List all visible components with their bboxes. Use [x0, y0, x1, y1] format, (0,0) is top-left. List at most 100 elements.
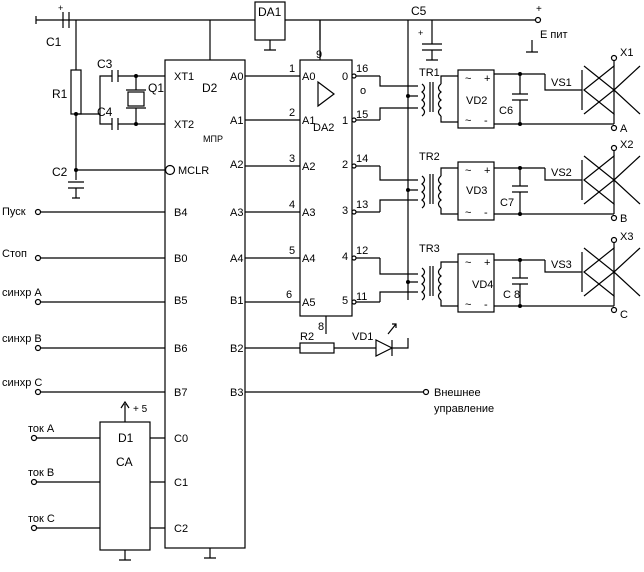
- resistor-r1: R1: [52, 69, 82, 116]
- mclr-bubble: [164, 164, 176, 176]
- supply-label: Е пит: [540, 29, 568, 41]
- da2-label: DA2: [313, 122, 334, 134]
- pusk-label: Пуск: [2, 206, 26, 218]
- da2-in-a5: A5: [302, 297, 315, 309]
- pin-a3: A3: [230, 207, 243, 219]
- pin-c0: C0: [174, 433, 188, 445]
- pin-a2: A2: [230, 159, 243, 171]
- r1-label: R1: [52, 87, 68, 101]
- x3-label: X3: [620, 231, 633, 243]
- da2-outputs: [351, 20, 418, 305]
- tok-b-label: ток В: [28, 467, 54, 479]
- c8-label: C 8: [503, 289, 520, 301]
- left-inputs: Пуск Стоп синхр А синхр В синхр С: [2, 206, 165, 396]
- da2-out-2: 2: [342, 159, 348, 171]
- capacitor-c5: C5 +: [411, 4, 442, 61]
- stop-label: Стоп: [2, 248, 27, 260]
- da2-pin8: 8: [318, 321, 324, 333]
- ext-label-2: управление: [434, 403, 494, 415]
- da2-out-4: 4: [342, 251, 348, 263]
- da2-in-num-1: 1: [289, 63, 295, 75]
- da2-out-5: 5: [342, 295, 348, 307]
- phase-channel-c: TR3 ~ ~ + - VD4 C 8 VS3 X3 С: [419, 231, 641, 321]
- pin-a0: A0: [230, 71, 243, 83]
- microcontroller-d2: D2 МПР XT1 XT2 MCLR B4 B0 B5 B6 B7 C0 C1…: [164, 59, 246, 559]
- phase-channel-b: TR2 ~ ~ + - VD3 C7 VS2 X2 В: [419, 139, 641, 225]
- r2-label: R2: [300, 331, 314, 343]
- da2-in-a4: A4: [302, 253, 315, 265]
- da2-in-num-3: 3: [289, 153, 295, 165]
- da2-out-1: 1: [342, 115, 348, 127]
- da2-in-a2: A2: [302, 161, 315, 173]
- vd3-minus: -: [484, 207, 488, 219]
- da2-out-num-11: 11: [356, 291, 367, 303]
- vd4-label: VD4: [472, 279, 493, 291]
- vd3-label: VD3: [466, 185, 487, 197]
- driver-da2: 9 8 DA2 A0 A1 A2 A3 A4 A5 0 1 2 3 4 5 16…: [299, 20, 368, 334]
- tok-a-label: ток А: [28, 423, 55, 435]
- pin-b6: B6: [174, 343, 187, 355]
- d1-label: D1: [118, 431, 134, 445]
- sync-b-label: синхр В: [2, 333, 42, 345]
- c6-label: C6: [499, 105, 513, 117]
- vd3-ac1: ~: [465, 165, 471, 177]
- phase-channel-a: TR1 ~ ~ + - VD2 C6 VS1 X1 А: [419, 47, 641, 135]
- da2-out-0: 0: [342, 71, 348, 83]
- vd2-ac2: ~: [465, 115, 471, 127]
- pin-b5: B5: [174, 295, 187, 307]
- vd1-label: VD1: [352, 331, 373, 343]
- vd4-plus: +: [484, 257, 490, 269]
- d2-type: МПР: [203, 134, 223, 144]
- vs3-label: VS3: [551, 259, 572, 271]
- vd2-minus: -: [484, 115, 488, 127]
- da2-in-a0: A0: [302, 71, 315, 83]
- da2-in-a1: A1: [302, 115, 315, 127]
- c5-label: C5: [411, 4, 427, 18]
- da2-out-num-14: 14: [356, 153, 368, 165]
- x2-label: X2: [620, 139, 633, 151]
- da2-in-a3: A3: [302, 207, 315, 219]
- pin-b0: B0: [174, 253, 187, 265]
- da2-in-num-4: 4: [289, 199, 295, 211]
- tr3-label: TR3: [419, 243, 440, 255]
- vd2-ac1: ~: [465, 73, 471, 85]
- c5-plus: +: [418, 28, 423, 38]
- regulator-da1: DA1: [254, 1, 286, 51]
- tr2-label: TR2: [419, 151, 440, 163]
- phase-c-label: С: [620, 309, 628, 321]
- pin-b7: B7: [174, 387, 187, 399]
- vd2-label: VD2: [466, 95, 487, 107]
- da2-in-num-6: 6: [286, 289, 292, 301]
- c2-label: C2: [52, 165, 68, 179]
- ext-label-1: Внешнее: [434, 387, 481, 399]
- vd2-plus: +: [484, 73, 490, 85]
- c7-label: C7: [500, 197, 514, 209]
- da2-in-num-2: 2: [289, 107, 295, 119]
- da2-in-num-5: 5: [289, 245, 295, 257]
- q1-label: Q1: [148, 81, 164, 95]
- c4-label: C4: [97, 105, 113, 119]
- sync-c-label: синхр С: [2, 377, 42, 389]
- vd4-minus: -: [484, 299, 488, 311]
- da2-out-num-16: 16: [356, 63, 368, 75]
- d2-label: D2: [202, 81, 218, 95]
- c1-plus: +: [58, 3, 63, 13]
- vd4-ac1: ~: [465, 257, 471, 269]
- tok-c-label: ток С: [28, 513, 55, 525]
- crystal-section: C3 C4 Q1: [76, 57, 165, 130]
- da2-o-mark: o: [360, 85, 366, 97]
- supply-terminal: + Е пит: [526, 4, 568, 53]
- pin-mclr: MCLR: [178, 165, 209, 177]
- pin-b3: B3: [230, 387, 243, 399]
- external-control: Внешнее управление: [245, 387, 494, 415]
- power-bus: [36, 19, 538, 180]
- pin-xt1: XT1: [174, 71, 194, 83]
- x1-label: X1: [620, 47, 633, 59]
- pin-a4: A4: [230, 253, 243, 265]
- pin-c2: C2: [174, 523, 188, 535]
- pin-b1: B1: [230, 295, 243, 307]
- pin-b4: B4: [174, 207, 187, 219]
- vs1-label: VS1: [551, 77, 572, 89]
- vd4-ac2: ~: [465, 299, 471, 311]
